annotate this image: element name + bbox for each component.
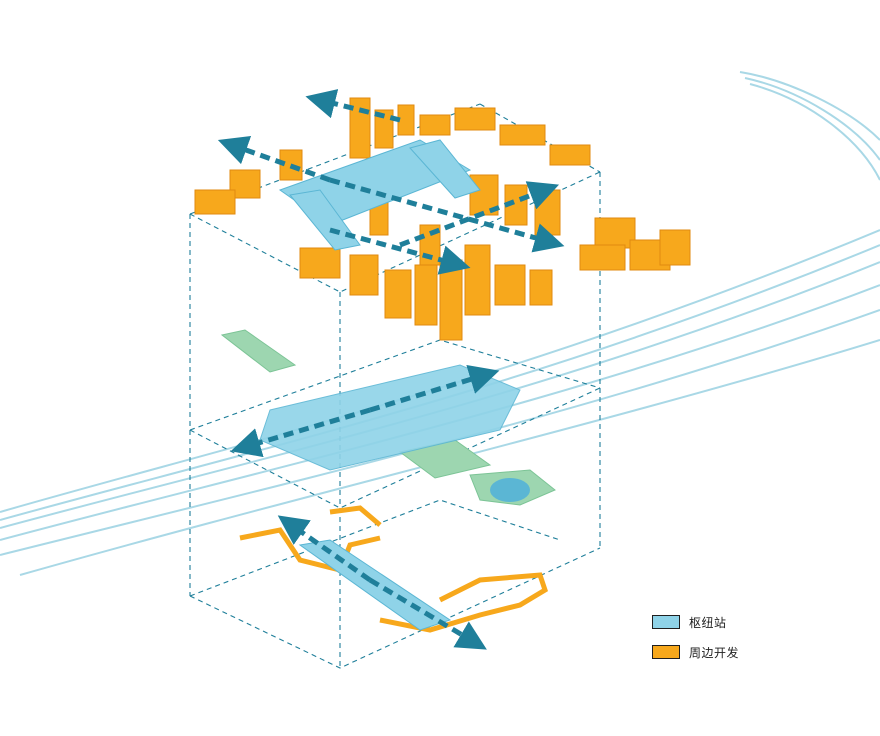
- legend-swatch-surrounding-development: [652, 645, 680, 659]
- dashed-flow-arrow: [230, 407, 371, 458]
- dashed-flow-arrow: [329, 177, 565, 253]
- legend-swatch-hub-station: [652, 615, 680, 629]
- dashed-flow-arrow: [305, 89, 401, 123]
- underground-concourse: [239, 505, 549, 633]
- dashed-flow-arrow: [369, 365, 500, 413]
- legend: 枢纽站 周边开发: [652, 612, 792, 672]
- dashed-flow-arrow: [277, 515, 372, 583]
- legend-label-hub-station: 枢纽站: [689, 615, 727, 630]
- legend-label-surrounding-development: 周边开发: [689, 645, 740, 660]
- development-blocks: [194, 97, 691, 341]
- dashed-flow-arrow: [368, 577, 487, 650]
- green-spaces: [220, 329, 556, 506]
- dashed-flow-arrow: [217, 135, 331, 183]
- hub-station-top: [278, 139, 481, 251]
- legend-item-surrounding-development: 周边开发: [652, 642, 792, 662]
- station-platform: [259, 364, 521, 471]
- dashed-flow-arrow: [329, 227, 471, 275]
- flow-arrows: [217, 89, 565, 650]
- dashed-flow-arrow: [399, 181, 560, 248]
- legend-item-hub-station: 枢纽站: [652, 612, 792, 632]
- pond-icon: [490, 478, 530, 502]
